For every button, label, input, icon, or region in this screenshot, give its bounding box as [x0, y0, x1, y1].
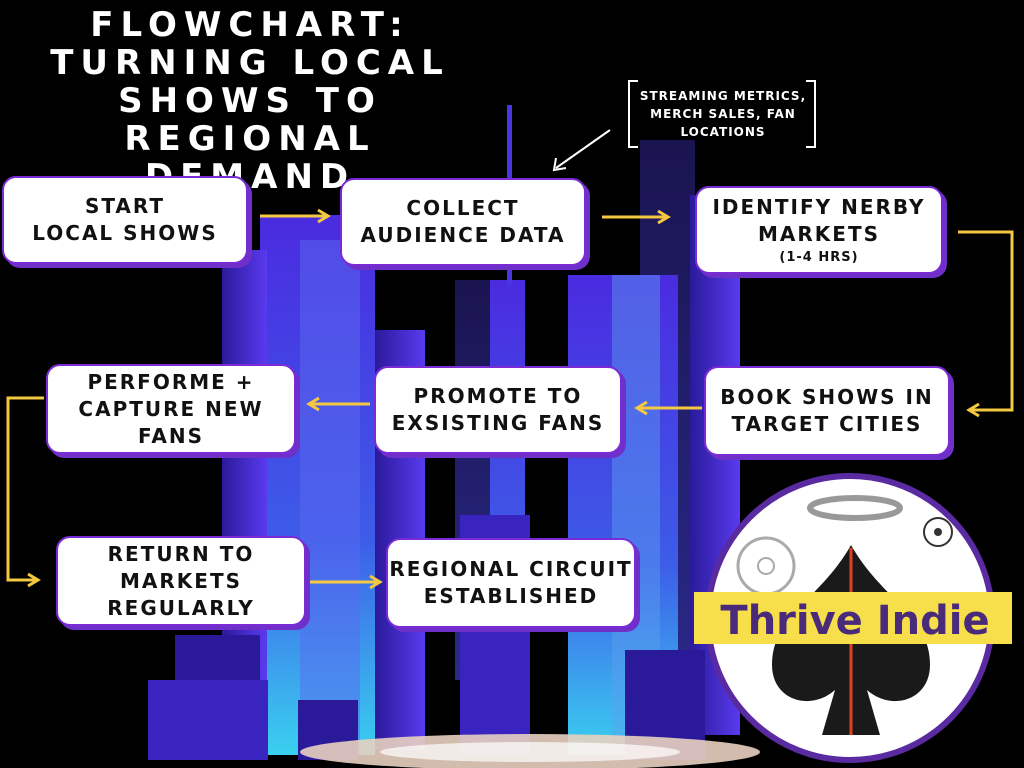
note-arrow — [552, 129, 611, 172]
brand-name: Thrive Indie — [720, 598, 990, 644]
note-line-2: MERCH SALES, FAN — [650, 107, 796, 121]
step-promote-line-1: PROMOTE TO — [413, 384, 583, 408]
step-identify-line-2: MARKETS — [758, 222, 880, 246]
step-perform-line-2: CAPTURE NEW FANS — [78, 396, 264, 448]
title-line-2: TURNING LOCAL — [50, 43, 450, 83]
thrive-indie-logo — [694, 473, 1012, 763]
note-bracket-right — [806, 80, 816, 148]
flow-arrows — [6, 208, 1014, 590]
step-identify-sub: (1-4 HRS) — [779, 250, 859, 265]
step-identify-line-1: IDENTIFY NERBY — [712, 195, 926, 219]
step-book-shows: BOOK SHOWS IN TARGET CITIES — [704, 366, 950, 456]
note-line-3: LOCATIONS — [680, 125, 766, 139]
step-collect-audience-data: COLLECT AUDIENCE DATA — [340, 178, 586, 266]
step-regional-circuit: REGIONAL CIRCUIT ESTABLISHED — [386, 538, 636, 628]
step-collect-line-2: AUDIENCE DATA — [360, 223, 566, 247]
step-book-line-1: BOOK SHOWS IN — [720, 385, 934, 409]
step-regional-line-2: ESTABLISHED — [423, 584, 599, 608]
step-promote-line-2: EXSISTING FANS — [391, 411, 605, 435]
title-line-3: SHOWS TO REGIONAL — [118, 81, 382, 159]
step-start-line-2: LOCAL SHOWS — [32, 221, 218, 245]
step-book-line-2: TARGET CITIES — [731, 412, 923, 436]
step-collect-line-1: COLLECT — [406, 196, 520, 220]
step-perform-capture: PERFORME + CAPTURE NEW FANS — [46, 364, 296, 454]
data-sources-note: STREAMING METRICS, MERCH SALES, FAN LOCA… — [630, 80, 816, 148]
page-title: FLOWCHART: TURNING LOCAL SHOWS TO REGION… — [0, 6, 500, 196]
step-return-to-markets: RETURN TO MARKETS REGULARLY — [56, 536, 306, 626]
title-line-1: FLOWCHART: — [90, 5, 410, 45]
step-promote-to-fans: PROMOTE TO EXSISTING FANS — [374, 366, 622, 454]
step-start-line-1: START — [84, 194, 166, 218]
step-return-line-2: REGULARLY — [107, 595, 255, 620]
step-identify-markets: IDENTIFY NERBY MARKETS (1-4 HRS) — [695, 186, 943, 274]
step-perform-line-1: PERFORME + — [87, 369, 255, 394]
city-skyline — [148, 105, 760, 768]
step-start-local-shows: START LOCAL SHOWS — [2, 176, 248, 264]
step-regional-line-1: REGIONAL CIRCUIT — [389, 557, 633, 581]
note-line-1: STREAMING METRICS, — [639, 89, 807, 103]
note-bracket-left — [628, 80, 638, 148]
step-return-line-1: RETURN TO MARKETS — [107, 541, 255, 593]
